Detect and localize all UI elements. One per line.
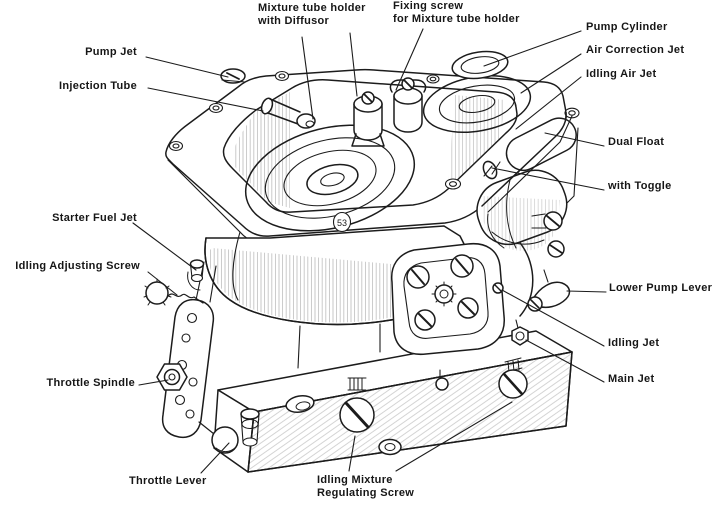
right-body-screws	[531, 211, 565, 258]
idling-mixture-screws	[339, 357, 528, 433]
base-plate	[213, 330, 573, 473]
flange-bolt-holes	[168, 70, 580, 190]
toggle	[482, 160, 501, 180]
label-idling-air-jet: Idling Air Jet	[586, 68, 657, 80]
pump-cylinder-bore	[451, 50, 509, 80]
leader-with-toggle	[491, 167, 605, 191]
leader-throttle-spindle	[138, 379, 169, 386]
leader-idling-air-jet	[515, 76, 582, 130]
leader-idling-jet	[501, 289, 605, 347]
idling-jet-part	[492, 282, 504, 294]
label-lower-pump-lever: Lower Pump Lever	[609, 282, 713, 294]
leader-fixing-screw	[395, 28, 424, 91]
leader-main-jet	[525, 339, 605, 383]
label-starter-fuel-jet: Starter Fuel Jet	[52, 212, 137, 224]
main-jet-part	[511, 326, 529, 346]
injection-tube-part	[260, 97, 316, 129]
label-with-toggle: with Toggle	[608, 180, 672, 192]
leader-lines	[132, 28, 607, 474]
label-fixing-screw: Fixing screw for Mixture tube holder	[393, 0, 520, 26]
label-dual-float: Dual Float	[608, 136, 665, 148]
leader-pump-jet	[145, 56, 229, 78]
label-throttle-spindle: Throttle Spindle	[46, 377, 135, 389]
jet-screws	[406, 254, 479, 331]
starter-fuel-jet-part	[187, 259, 205, 291]
label-throttle-lever: Throttle Lever	[129, 475, 207, 487]
leader-injection-tube	[147, 87, 264, 112]
stamp-mark	[332, 211, 352, 233]
label-idling-adjusting-screw: Idling Adjusting Screw	[15, 260, 140, 272]
leader-pump-cylinder	[483, 30, 582, 67]
throttle-lever-part	[198, 408, 260, 454]
leader-idling-mixture-b	[395, 401, 513, 472]
label-pump-cylinder: Pump Cylinder	[586, 21, 668, 33]
leader-air-correction-jet	[520, 53, 582, 94]
label-idling-mixture-regulating-screw: Idling Mixture Regulating Screw	[317, 474, 415, 500]
dual-float-part	[476, 111, 577, 251]
label-idling-jet: Idling Jet	[608, 337, 660, 349]
mixture-tube-holders	[351, 77, 427, 147]
leader-dual-float	[544, 132, 605, 147]
leader-starter-fuel-jet	[132, 222, 197, 271]
jet-block	[390, 242, 529, 391]
stamp-text: 53	[337, 218, 347, 228]
label-mixture-tube-holder: Mixture tube holder with Diffusor	[258, 2, 366, 28]
leader-mixture-tube-holder-a	[301, 36, 314, 120]
pump-jet-screw	[220, 68, 246, 84]
label-main-jet: Main Jet	[608, 373, 655, 385]
label-air-correction-jet: Air Correction Jet	[586, 44, 685, 56]
label-pump-jet: Pump Jet	[85, 46, 137, 58]
center-knurl	[431, 281, 457, 307]
lower-pump-lever-part	[527, 269, 571, 312]
leader-idling-adjusting-screw	[147, 271, 178, 296]
throttle-assembly	[143, 259, 260, 454]
leader-idling-mixture-a	[348, 435, 356, 472]
label-injection-tube: Injection Tube	[59, 80, 137, 92]
venturi-bores	[244, 50, 532, 232]
leader-lower-pump-lever	[566, 290, 607, 293]
leader-mixture-tube-holder-b	[349, 32, 358, 97]
throttle-spindle-end	[156, 363, 188, 391]
leader-throttle-lever	[200, 442, 230, 474]
